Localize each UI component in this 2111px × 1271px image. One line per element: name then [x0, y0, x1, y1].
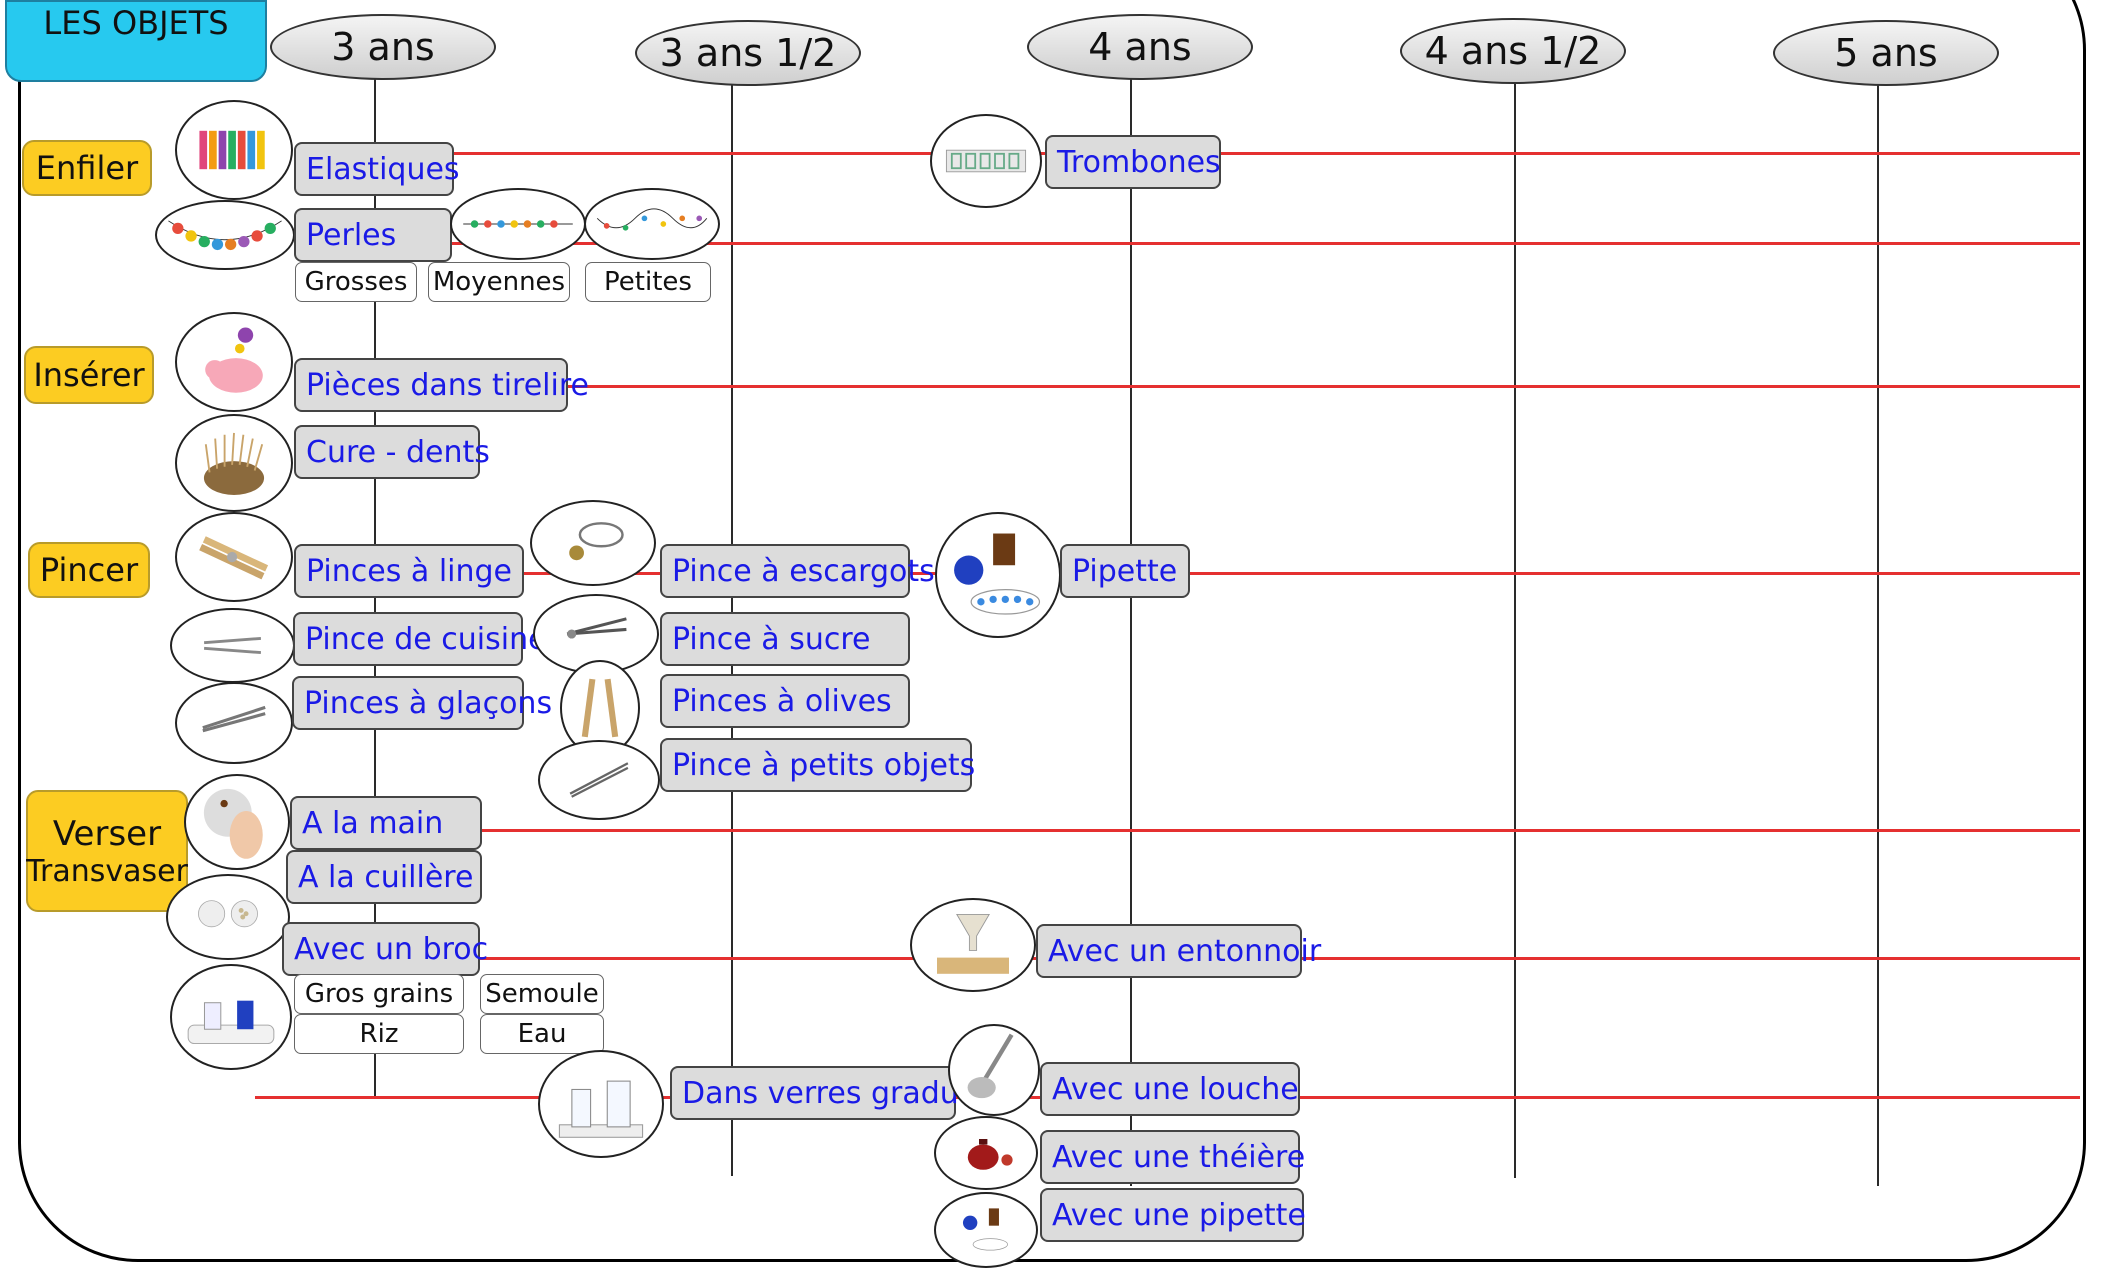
age-line-4: [1130, 66, 1132, 1186]
toothpicks-hedgehog-photo: [175, 414, 293, 512]
pipette-bottles-photo: [934, 1192, 1038, 1268]
age-header-3: 3 ans: [270, 14, 496, 80]
row-line-main: [470, 829, 2080, 832]
row-line-pinces: [520, 572, 2080, 575]
sub-label-grosses: Grosses: [295, 262, 417, 302]
label-perles: Perles: [294, 208, 452, 262]
label-elastiques: Elastiques: [294, 142, 460, 196]
sub-label-eau: Eau: [480, 1014, 604, 1054]
age-header-4: 4 ans: [1027, 14, 1253, 80]
label-avec-theiere: Avec une théière: [1040, 1130, 1305, 1184]
label-avec-entonnoir: Avec un entonnoir: [1036, 924, 1321, 978]
label-pieces-tirelire: Pièces dans tirelire: [294, 358, 589, 412]
row-line-tirelire: [560, 385, 2080, 388]
category-verser: Verser Transvaser: [26, 790, 188, 912]
tray-jugs-photo: [170, 964, 292, 1070]
sub-label-gros-grains: Gros grains: [294, 974, 464, 1014]
row-line-elastiques: [450, 152, 2080, 155]
funnel-photo: [910, 898, 1036, 992]
diagram-frame: [18, 0, 2086, 1262]
label-avec-broc: Avec un broc: [282, 922, 488, 976]
graduated-glasses-photo: [538, 1050, 664, 1158]
category-enfiler: Enfiler: [22, 140, 152, 196]
label-verres-gradues: Dans verres gradués: [670, 1066, 993, 1120]
category-pincer-label: Pincer: [39, 551, 139, 589]
page-title: LES OBJETS: [5, 0, 267, 82]
snail-tongs-photo: [530, 500, 656, 586]
label-avec-louche: Avec une louche: [1040, 1062, 1300, 1116]
category-transvaser-label: Transvaser: [26, 853, 188, 889]
sub-label-riz: Riz: [294, 1014, 464, 1054]
label-cure-dents: Cure - dents: [294, 425, 490, 479]
sub-label-petites: Petites: [585, 262, 711, 302]
beads-small-photo: [584, 188, 720, 260]
label-pinces-glacons: Pinces à glaçons: [292, 676, 552, 730]
ladle-photo: [948, 1024, 1040, 1116]
label-a-la-main: A la main: [290, 796, 482, 850]
age-line-4-5: [1514, 66, 1516, 1178]
age-line-5: [1877, 66, 1879, 1186]
age-header-3-5: 3 ans 1/2: [635, 20, 861, 86]
category-pincer: Pincer: [28, 542, 150, 598]
kitchen-tongs-photo: [170, 608, 295, 683]
rubber-bands-photo: [175, 100, 293, 200]
label-trombones: Trombones: [1045, 135, 1221, 189]
label-pince-sucre: Pince à sucre: [660, 612, 910, 666]
ice-tongs-photo: [175, 682, 293, 764]
tweezers-photo: [538, 740, 660, 820]
piggy-bank-photo: [175, 312, 293, 412]
label-pinces-linge: Pinces à linge: [294, 544, 524, 598]
age-header-4-5: 4 ans 1/2: [1400, 18, 1626, 84]
label-pince-escargots: Pince à escargots: [660, 544, 935, 598]
label-pince-petits-objets: Pince à petits objets: [660, 738, 975, 792]
spoon-bowls-photo: [166, 874, 290, 960]
sub-label-semoule: Semoule: [480, 974, 604, 1014]
clothespin-photo: [175, 512, 293, 602]
sub-label-moyennes: Moyennes: [428, 262, 570, 302]
row-line-perles: [450, 242, 2080, 245]
teapot-photo: [934, 1116, 1038, 1190]
beads-large-photo: [155, 200, 295, 270]
beads-medium-photo: [450, 188, 586, 260]
category-inserer-label: Insérer: [33, 356, 145, 394]
paperclips-photo: [930, 114, 1042, 208]
pipette-photo: [935, 512, 1061, 638]
label-avec-pipette: Avec une pipette: [1040, 1188, 1306, 1242]
category-verser-label: Verser: [52, 813, 162, 854]
label-pince-cuisine: Pince de cuisine: [293, 612, 547, 666]
category-inserer: Insérer: [24, 346, 154, 404]
category-enfiler-label: Enfiler: [35, 149, 139, 187]
age-header-5: 5 ans: [1773, 20, 1999, 86]
hand-pouring-photo: [184, 774, 290, 870]
label-pipette: Pipette: [1060, 544, 1190, 598]
label-a-la-cuillere: A la cuillère: [286, 850, 482, 904]
label-pinces-olives: Pinces à olives: [660, 674, 910, 728]
